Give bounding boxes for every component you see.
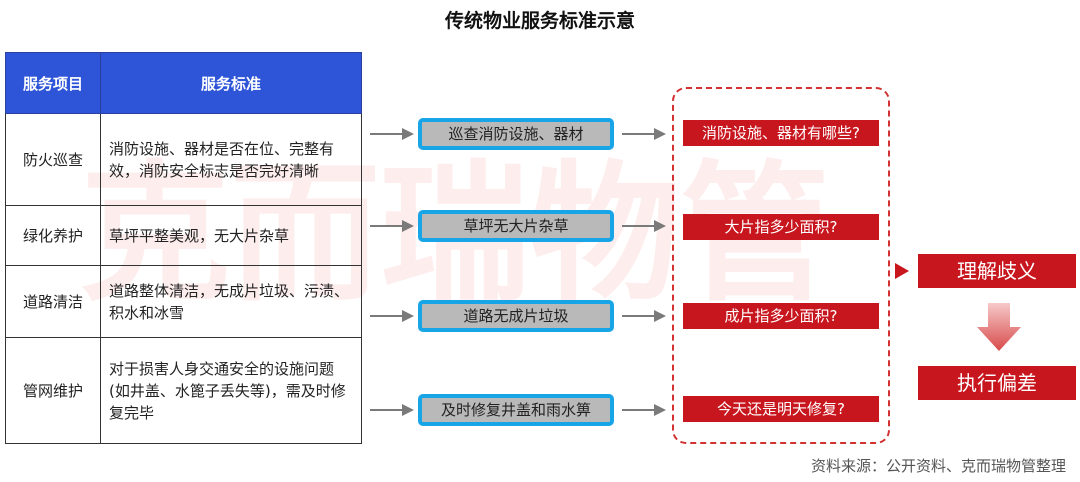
arrow-right-icon xyxy=(370,128,414,140)
row-item: 绿化养护 xyxy=(5,205,101,266)
action-pill: 巡查消防设施、器材 xyxy=(418,118,614,150)
arrow-right-icon xyxy=(622,310,666,322)
question-box: 今天还是明天修复? xyxy=(683,396,879,422)
action-pill: 道路无成片垃圾 xyxy=(418,300,614,332)
down-arrow-icon xyxy=(977,303,1021,351)
header-service-item: 服务项目 xyxy=(5,52,101,114)
pointer-triangle-icon xyxy=(895,263,909,279)
service-standard-table: 服务项目 服务标准 防火巡查 消防设施、器材是否在位、完整有效，消防安全标志是否… xyxy=(5,52,362,444)
arrow-right-icon xyxy=(370,310,414,322)
row-item: 防火巡查 xyxy=(5,113,101,206)
table-row: 管网维护 对于损害人身交通安全的设施问题(如井盖、水篦子丢失等)，需及时修复完毕 xyxy=(5,337,362,444)
row-standard: 对于损害人身交通安全的设施问题(如井盖、水篦子丢失等)，需及时修复完毕 xyxy=(100,337,362,444)
arrow-right-icon xyxy=(622,128,666,140)
questions-dashed-frame xyxy=(672,87,890,444)
row-item: 道路清洁 xyxy=(5,265,101,338)
table-row: 道路清洁 道路整体清洁，无成片垃圾、污渍、积水和冰雪 xyxy=(5,265,362,338)
arrow-right-icon xyxy=(622,404,666,416)
page-title: 传统物业服务标准示意 xyxy=(444,10,635,32)
arrow-right-icon xyxy=(370,404,414,416)
row-standard: 消防设施、器材是否在位、完整有效，消防安全标志是否完好清晰 xyxy=(100,113,362,206)
row-item: 管网维护 xyxy=(5,337,101,444)
header-service-standard: 服务标准 xyxy=(100,52,362,114)
table-row: 防火巡查 消防设施、器材是否在位、完整有效，消防安全标志是否完好清晰 xyxy=(5,113,362,206)
question-box: 大片指多少面积? xyxy=(683,214,879,240)
action-pill: 及时修复井盖和雨水箅 xyxy=(418,394,614,426)
table-row: 绿化养护 草坪平整美观，无大片杂草 xyxy=(5,205,362,266)
result-box-ambiguity: 理解歧义 xyxy=(918,254,1076,288)
table-header-row: 服务项目 服务标准 xyxy=(5,52,362,114)
row-standard: 道路整体清洁，无成片垃圾、污渍、积水和冰雪 xyxy=(100,265,362,338)
row-standard: 草坪平整美观，无大片杂草 xyxy=(100,205,362,266)
question-box: 成片指多少面积? xyxy=(683,303,879,329)
result-box-deviation: 执行偏差 xyxy=(918,366,1076,400)
source-note: 资料来源：公开资料、克而瑞物管整理 xyxy=(810,457,1066,475)
arrow-right-icon xyxy=(622,220,666,232)
arrow-right-icon xyxy=(370,220,414,232)
action-pill: 草坪无大片杂草 xyxy=(418,210,614,242)
question-box: 消防设施、器材有哪些? xyxy=(683,120,879,146)
